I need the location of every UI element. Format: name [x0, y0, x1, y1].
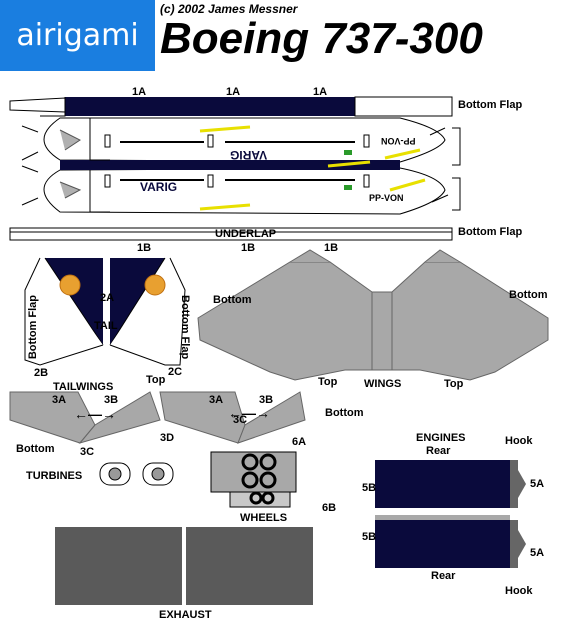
tab-5a-bottom: 5A — [530, 547, 545, 559]
model-title: Boeing 737-300 — [160, 14, 483, 63]
fuselage-top-strip — [9, 96, 453, 117]
wings-piece — [197, 249, 549, 381]
engine-hook-bottom: Hook — [505, 585, 533, 597]
tab-3b-left: 3B — [104, 394, 119, 406]
fuselage-body — [21, 117, 461, 215]
registration-bottom: PP-VON — [369, 193, 404, 203]
tab-1b-right: 1B — [324, 242, 339, 254]
turbines — [99, 462, 174, 486]
wing-bottom-left: Bottom — [213, 294, 252, 306]
tab-3c-left: 3C — [80, 446, 95, 458]
exhaust-piece — [55, 527, 313, 605]
engines-label: ENGINES — [416, 432, 466, 444]
tab-3a-left: 3A — [52, 394, 67, 406]
airline-name-bottom: VARIG — [140, 180, 178, 194]
engine-rear-bottom: Rear — [431, 570, 456, 582]
tail-piece — [24, 257, 186, 366]
tail-bottom-flap-left: Bottom Flap — [27, 295, 39, 360]
wing-top-left: Top — [318, 376, 338, 388]
tab-2a: 2A — [100, 292, 115, 304]
wheels-label: WHEELS — [240, 512, 288, 524]
airline-name-top: VARIG — [230, 148, 268, 162]
tailwings-piece — [9, 391, 306, 444]
tab-3c-right: 3C — [233, 414, 248, 426]
tail-label: TAIL — [94, 320, 118, 332]
tab-1a-middle: 1A — [226, 86, 241, 98]
tab-3d: 3D — [160, 432, 175, 444]
wing-bottom-right: Bottom — [509, 289, 548, 301]
engines-piece — [375, 460, 526, 568]
tailwings-label: TAILWINGS — [53, 381, 114, 393]
exhaust-label: EXHAUST — [159, 609, 212, 621]
double-arrow-left-icon: ←—→ — [74, 406, 116, 422]
underlap-label: UNDERLAP — [215, 228, 277, 240]
top-navy-band — [65, 97, 355, 116]
engine-rear-top: Rear — [426, 445, 451, 457]
tailwing-top-label: Top — [146, 374, 166, 386]
tab-5a-top: 5A — [530, 478, 545, 490]
wheels-piece — [210, 451, 297, 508]
tab-5b-bottom: 5B — [362, 531, 377, 543]
tab-5b-top: 5B — [362, 482, 377, 494]
bottom-flap-bottom: Bottom Flap — [458, 226, 523, 238]
airigami-logo: airigami — [0, 0, 155, 71]
double-arrow-right-icon: ←—→ — [228, 405, 270, 421]
copyright-text: (c) 2002 James Messner — [160, 2, 298, 16]
tab-2c: 2C — [168, 366, 183, 378]
tab-1a-left: 1A — [132, 86, 147, 98]
registration-top: PP-VON — [381, 136, 416, 146]
tail-bottom-flap-right: Bottom Flap — [179, 295, 191, 360]
tab-2b: 2B — [34, 367, 49, 379]
tab-3b-right: 3B — [259, 394, 274, 406]
tab-1a-right: 1A — [313, 86, 328, 98]
tab-1b-middle: 1B — [241, 242, 256, 254]
tailwing-bottom-right: Bottom — [325, 407, 364, 419]
tab-6b: 6B — [322, 502, 337, 514]
tab-1b-left: 1B — [137, 242, 152, 254]
tab-3a-right: 3A — [209, 394, 224, 406]
turbines-label: TURBINES — [26, 470, 83, 482]
tab-6a: 6A — [292, 436, 307, 448]
bottom-flap-top: Bottom Flap — [458, 99, 523, 111]
engine-hook-top: Hook — [505, 435, 533, 447]
wings-label: WINGS — [364, 378, 402, 390]
wing-top-right: Top — [444, 378, 464, 390]
tailwing-bottom-left: Bottom — [16, 443, 55, 455]
fuselage-bottom-strip — [9, 227, 453, 241]
